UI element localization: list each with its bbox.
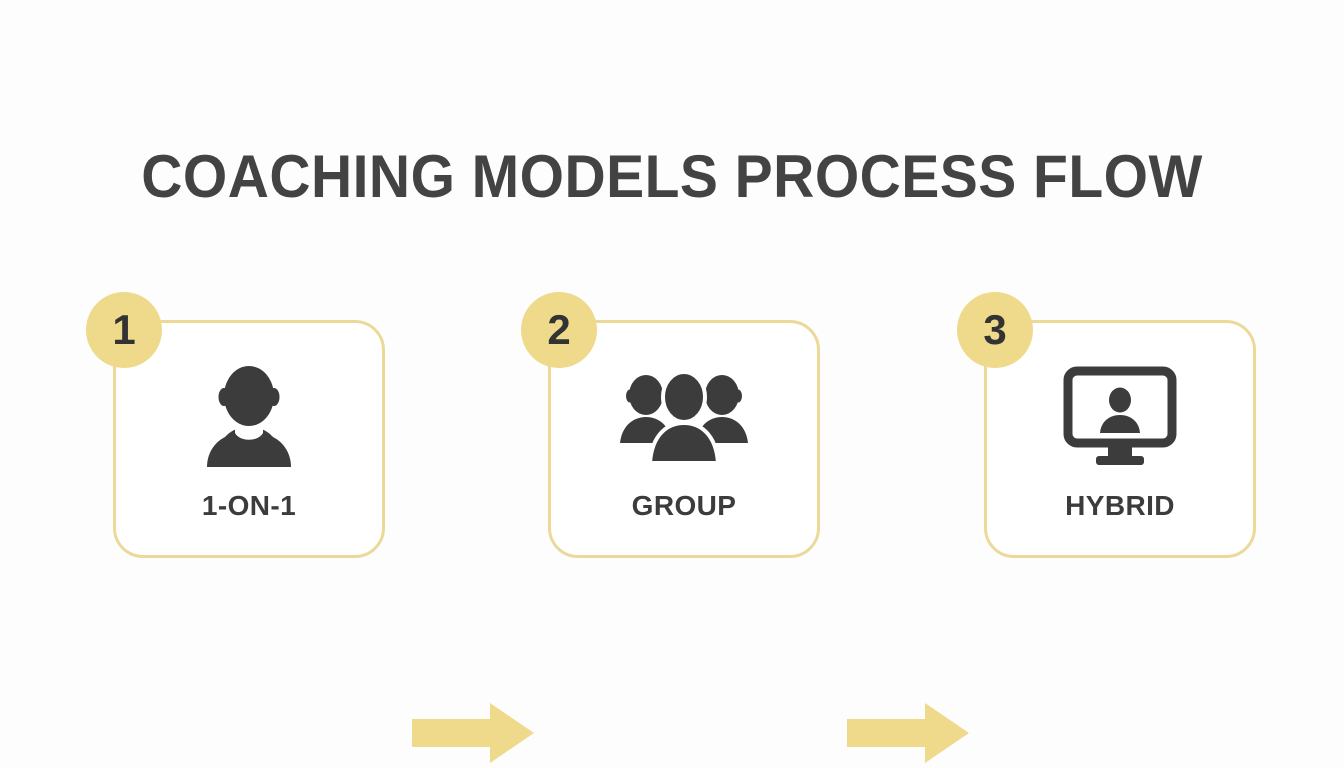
- step-number-badge: 3: [957, 292, 1033, 368]
- arrow-right-icon: [847, 703, 969, 763]
- step-number-badge: 2: [521, 292, 597, 368]
- step-label: HYBRID: [1065, 490, 1175, 521]
- step-label: 1-ON-1: [201, 490, 297, 521]
- step-number-badge: 1: [86, 292, 162, 368]
- page-title: COACHING MODELS PROCESS FLOW: [141, 143, 1203, 210]
- step-content: 1-ON-1: [113, 320, 385, 558]
- step-content: HYBRID: [984, 320, 1256, 558]
- arrow-right-icon: [412, 703, 534, 763]
- step-content: GROUP: [548, 320, 820, 558]
- process-step-1[interactable]: 1-ON-1 1: [86, 292, 385, 558]
- step-label: GROUP: [631, 490, 737, 521]
- process-step-2[interactable]: GROUP 2: [521, 292, 820, 558]
- single-person-icon: [199, 362, 299, 472]
- monitor-person-icon: [1060, 362, 1180, 472]
- group-people-icon: [614, 362, 754, 472]
- process-flow: 1-ON-1 1: [0, 292, 1344, 763]
- process-step-3[interactable]: HYBRID 3: [957, 292, 1256, 558]
